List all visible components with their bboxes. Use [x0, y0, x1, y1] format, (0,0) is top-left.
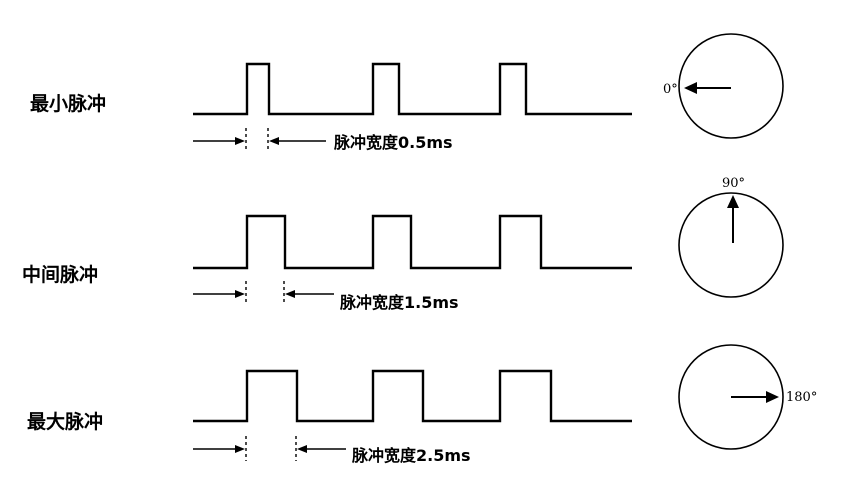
- row-label-max: 最大脉冲: [27, 410, 103, 433]
- row-max-pulse: 最大脉冲 脉冲宽度2.5ms 180°: [27, 344, 817, 465]
- row-min-pulse: 最小脉冲 脉冲宽度0.5ms 0°: [30, 33, 784, 152]
- width-dimension-min: [193, 128, 326, 152]
- pulse-waveform-mid: [193, 214, 632, 270]
- row-label-min: 最小脉冲: [30, 92, 106, 115]
- pulse-width-label-max: 脉冲宽度2.5ms: [351, 446, 471, 465]
- width-dimension-max: [193, 436, 346, 461]
- pulse-waveform-min: [193, 62, 632, 116]
- servo-dial-min: [678, 33, 784, 139]
- pulse-width-label-mid: 脉冲宽度1.5ms: [339, 293, 459, 312]
- angle-label-mid: 90°: [722, 176, 745, 191]
- row-label-mid: 中间脉冲: [22, 263, 98, 286]
- width-dimension-mid: [193, 281, 334, 305]
- servo-dial-mid: [678, 192, 784, 298]
- angle-label-min: 0°: [663, 82, 678, 97]
- angle-label-max: 180°: [786, 390, 817, 405]
- pulse-waveform-max: [193, 369, 632, 423]
- servo-dial-max: [678, 344, 784, 450]
- pulse-width-label-min: 脉冲宽度0.5ms: [333, 133, 453, 152]
- row-mid-pulse: 中间脉冲 脉冲宽度1.5ms 90°: [22, 176, 784, 312]
